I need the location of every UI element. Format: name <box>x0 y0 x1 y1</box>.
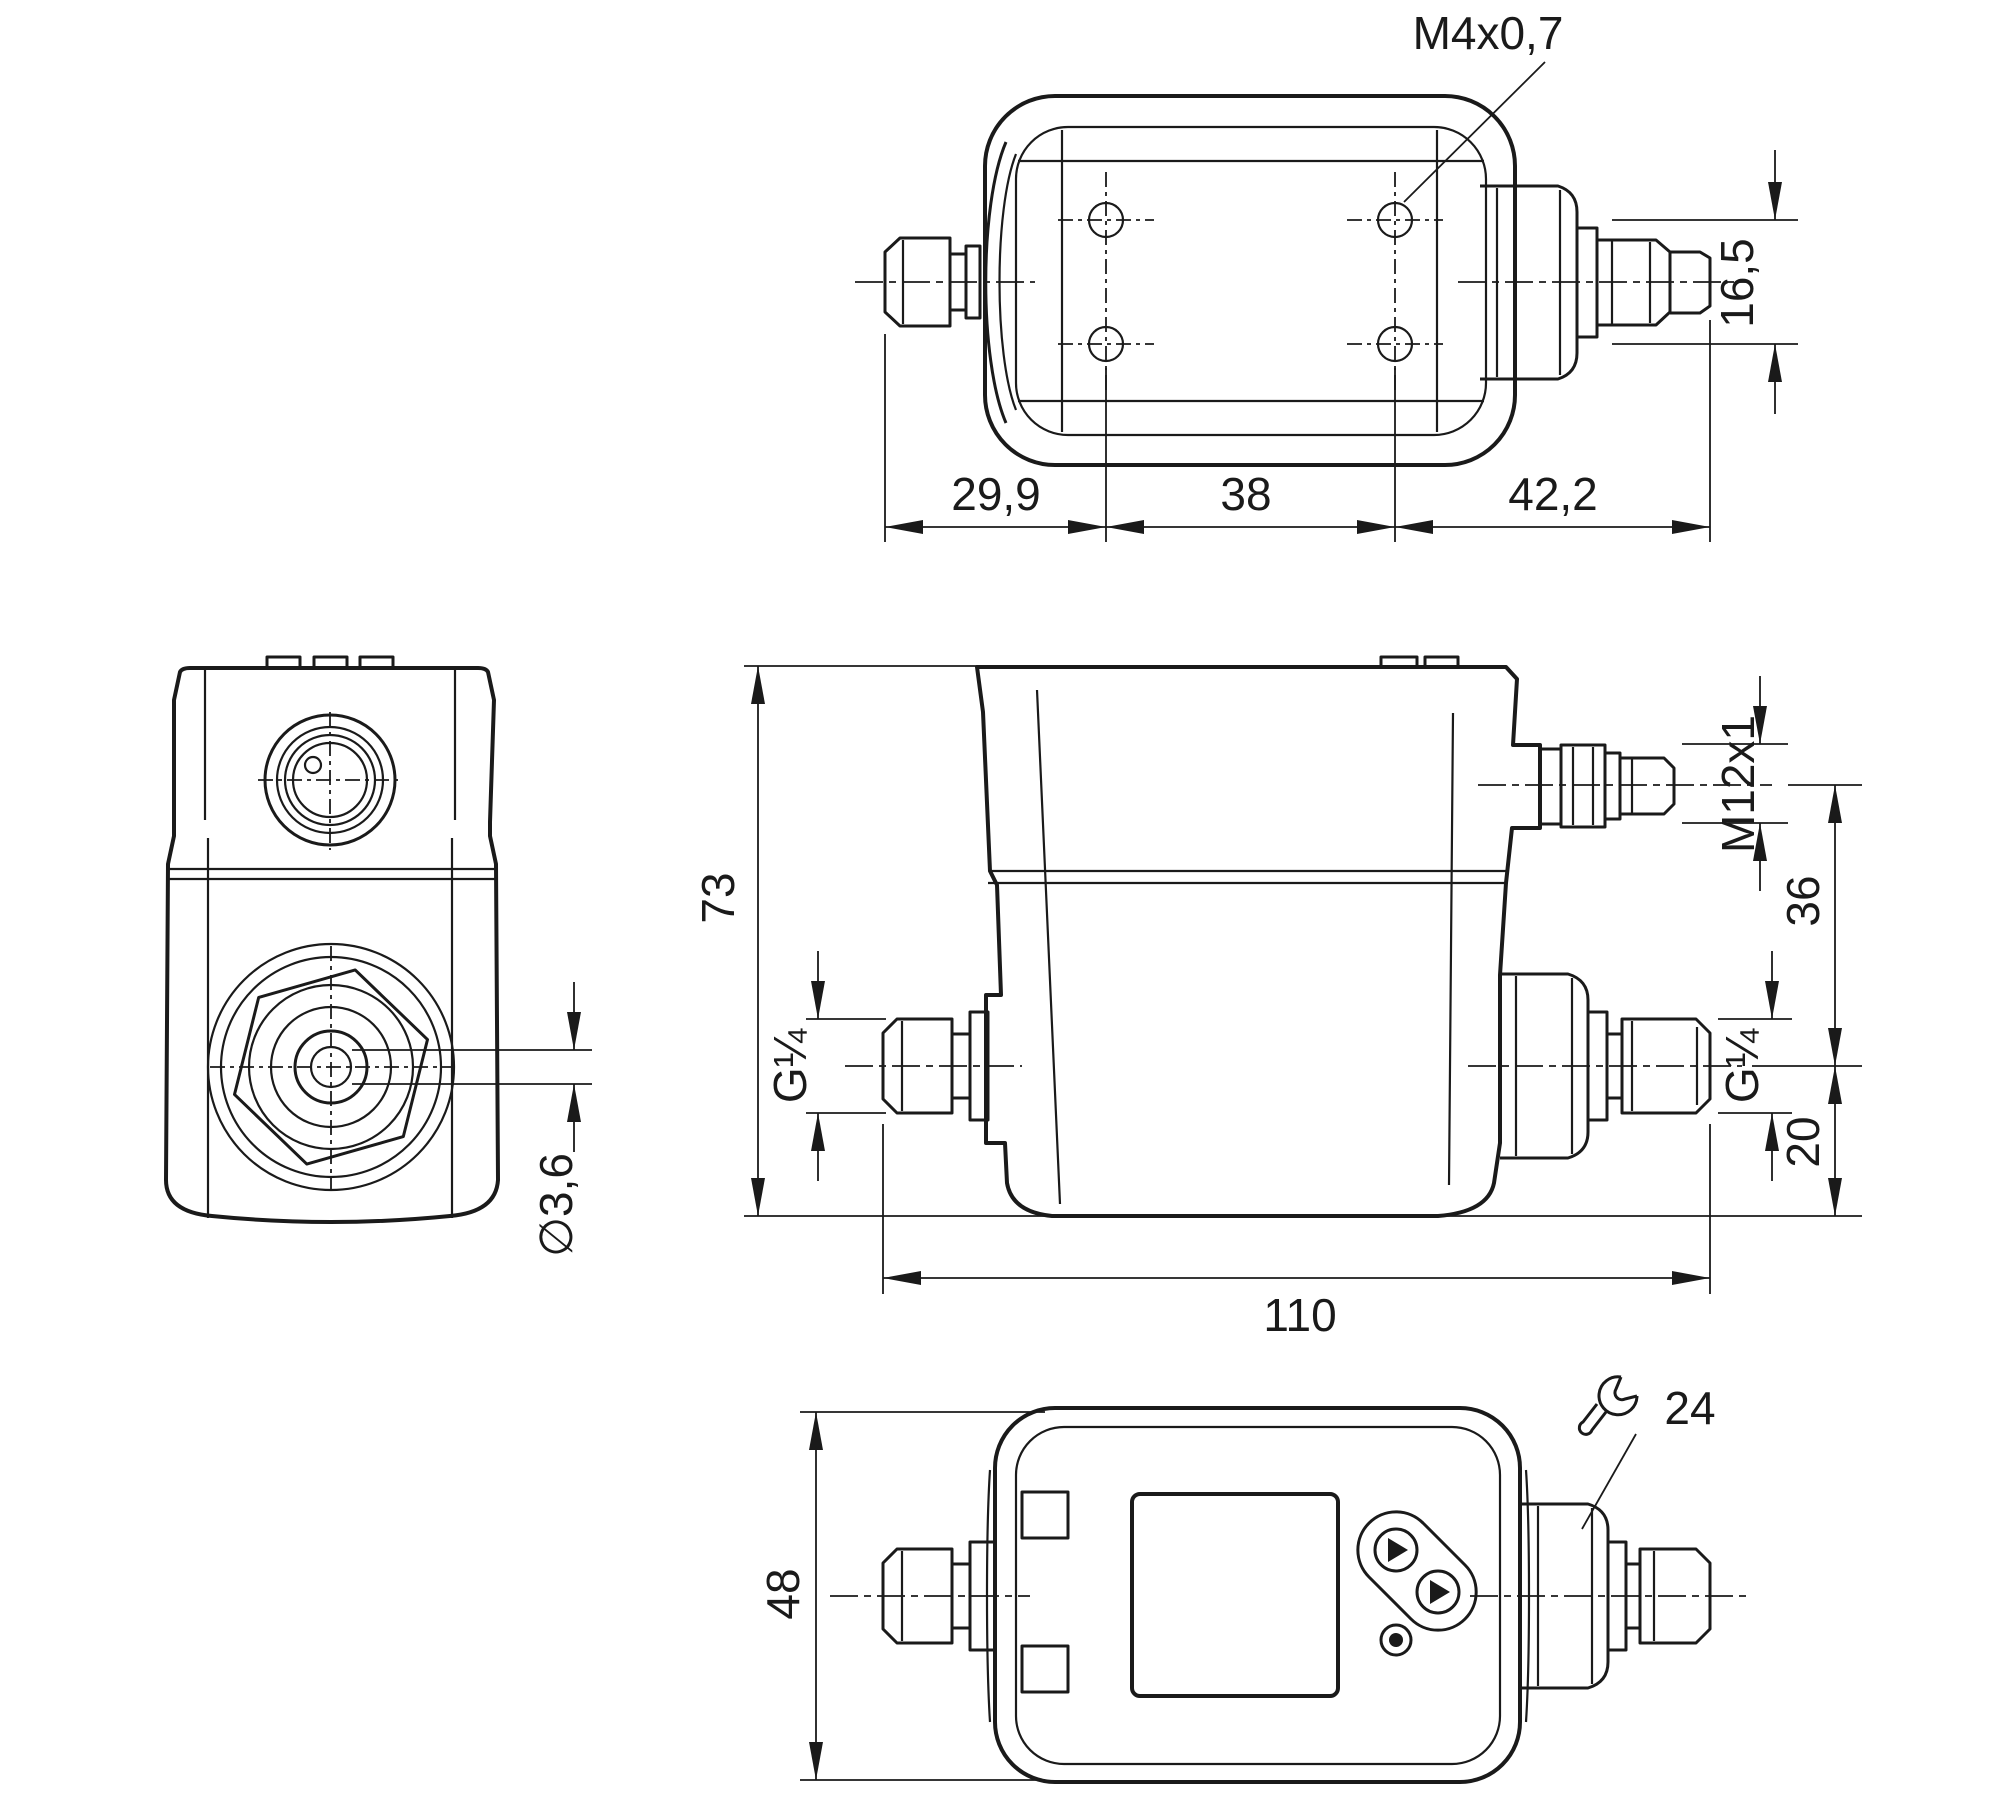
m12-connector-face <box>258 712 402 850</box>
dim-label-port-axis-to-bottom: 20 <box>1777 1116 1829 1167</box>
side-view-body-outline <box>975 665 1542 1218</box>
dim-label-overall-depth: 48 <box>757 1568 809 1619</box>
dim-label-mounting-thread: M4x0,7 <box>1413 7 1564 59</box>
dim-label-hole-column-spacing: 38 <box>1220 468 1271 520</box>
side-view: 73 G¼ 110 M12x1 36 G¼ <box>692 655 1862 1341</box>
left-view: ∅3,6 <box>164 655 592 1257</box>
button-up <box>1373 1527 1419 1573</box>
led-indicator-dot <box>1389 1633 1403 1647</box>
dim-label-process-port-left: G¼ <box>764 1028 816 1103</box>
process-connection-face <box>206 942 456 1192</box>
dim-label-wrench-size: 24 <box>1664 1382 1715 1434</box>
arrow-icon <box>1388 1538 1408 1562</box>
button-group <box>1356 1510 1478 1632</box>
arrow-icon <box>1430 1580 1450 1604</box>
top-view: M4x0,7 16,5 29,9 38 42,2 <box>855 7 1798 542</box>
dim-label-hole-row-spacing: 16,5 <box>1711 238 1763 328</box>
fixing-recess <box>1020 1490 1070 1540</box>
bottom-view: 48 24 <box>757 1375 1748 1784</box>
dim-label-left-offset: 29,9 <box>951 468 1041 520</box>
dim-label-overall-length: 110 <box>1263 1289 1336 1341</box>
m12-connector <box>1478 743 1772 829</box>
top-left-fitting <box>883 236 952 328</box>
dim-label-connector-to-port-axis: 36 <box>1777 875 1829 926</box>
dim-label-process-port-right: G¼ <box>1716 1028 1768 1103</box>
led-indicator <box>1379 1623 1413 1657</box>
fixing-recess <box>1020 1644 1070 1694</box>
display-window <box>1130 1492 1340 1698</box>
left-view-body-outline <box>164 666 500 1224</box>
dim-label-connector-thread: M12x1 <box>1712 715 1764 853</box>
top-view-face-outline <box>1014 125 1488 437</box>
top-view-body-outline <box>983 94 1517 467</box>
dim-label-bore-diameter: ∅3,6 <box>530 1153 582 1257</box>
wrench-icon <box>1577 1375 1639 1436</box>
left-process-fitting <box>845 1010 1022 1122</box>
dim-label-overall-height: 73 <box>692 872 744 923</box>
button-down <box>1415 1569 1461 1615</box>
right-process-fitting <box>1468 972 1742 1160</box>
dim-label-right-offset: 42,2 <box>1508 468 1598 520</box>
